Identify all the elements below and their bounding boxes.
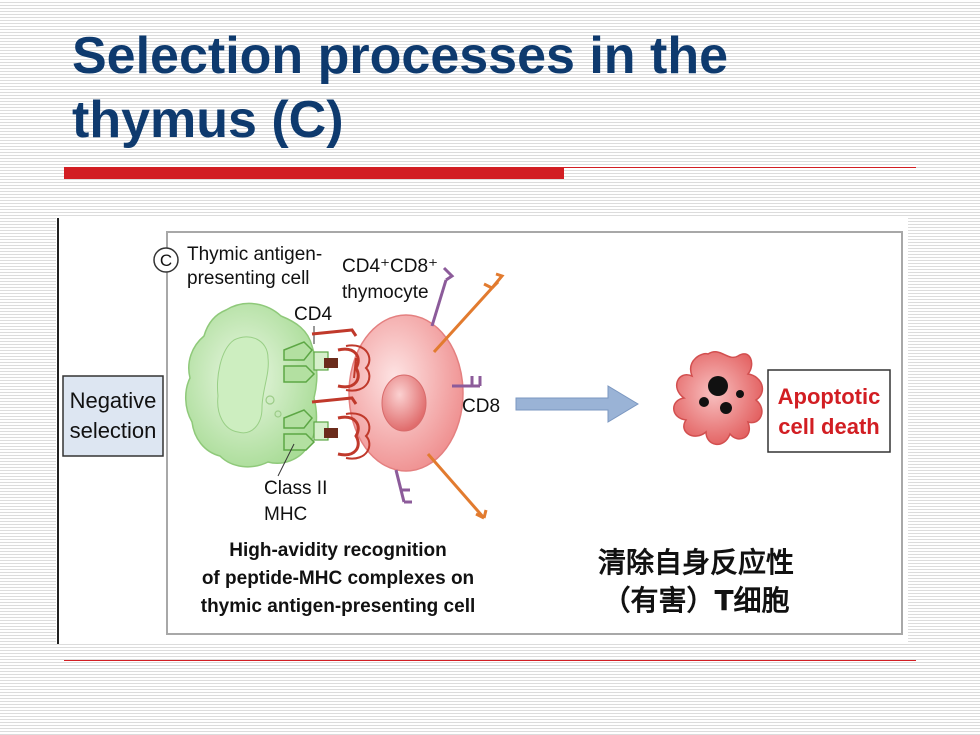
negative-selection-box [62,375,164,457]
negative-selection-diagram: C Thymic antigen- presenting cell CD4⁺CD… [57,218,903,644]
process-arrow [515,385,639,423]
title-underline-bar [64,167,564,179]
panel-letter: C [160,251,172,270]
panel-letter-circle [153,247,179,273]
tcr-mhc-complex-upper [283,341,371,392]
apoptotic-cell [673,351,764,445]
negative-selection-line-2: selection [70,418,157,443]
apoptotic-body [699,397,709,407]
negative-selection-line-1: Negative [70,388,157,413]
cd4-molecule [311,328,358,337]
caption-line-3: thymic antigen-presenting cell [201,596,476,617]
chinese-annotation-line-2: （有害）T细胞 [602,584,789,617]
cd4-molecule [311,396,358,405]
apoptotic-line-1: Apoptotic [778,384,881,409]
thymocyte-nucleus [381,374,427,432]
mhc-label-line-2: MHC [264,504,307,525]
apoptotic-body [736,390,744,398]
cd8-label: CD8 [462,396,500,417]
cd4-label: CD4 [294,304,332,325]
mhc-leader-line [277,443,295,477]
apc-label-line-2: presenting cell [187,268,310,289]
apoptotic-body [708,376,728,396]
apc-label-line-1: Thymic antigen- [187,244,322,265]
cd8-molecules [394,266,482,504]
mhc-label-line-1: Class II [264,478,327,499]
apoptotic-line-2: cell death [778,414,879,439]
caption-line-1: High-avidity recognition [229,540,446,561]
selection-figure: C Thymic antigen- presenting cell CD4⁺CD… [56,218,908,644]
caption-line-2: of peptide-MHC complexes on [202,568,474,589]
thymocyte-label-line-2: thymocyte [342,282,429,303]
tcr-mhc-complex-lower [283,409,371,460]
slide-title: Selection processes in the thymus (C) [72,24,892,152]
thymocyte-label-line-1: CD4⁺CD8⁺ [342,256,438,277]
chinese-annotation-line-1: 清除自身反应性 [598,546,794,579]
tcr-orange-receptors [426,280,500,520]
apc-vesicle [274,410,282,418]
apc-vesicle [265,395,275,405]
apc-nucleus [217,336,269,434]
footer-rule [64,660,916,661]
title-line-1: Selection processes in the [72,27,729,85]
apoptotic-label-box [767,369,891,453]
title-line-2: thymus (C) [72,91,344,149]
title-underline-rule [564,167,916,168]
orange-receptor-tip [490,272,505,289]
apoptotic-body [720,402,732,414]
